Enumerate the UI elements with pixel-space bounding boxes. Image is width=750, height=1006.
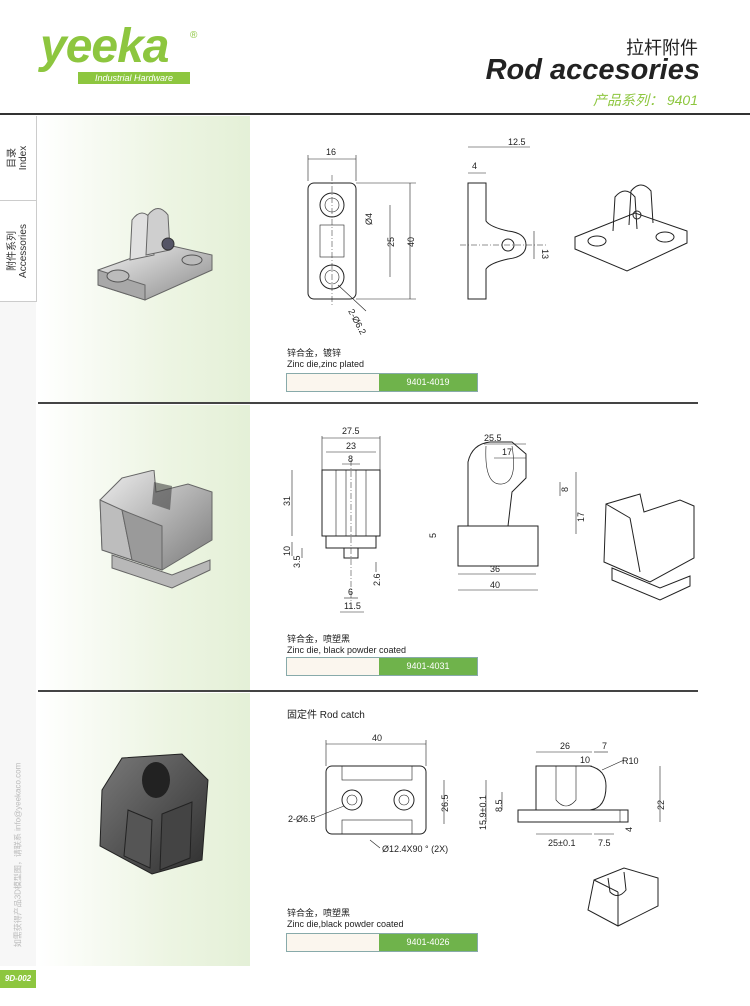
dim-7-5: 7.5	[598, 838, 611, 848]
dim-17-top: 17	[502, 447, 512, 457]
dim-25-0-1: 25±0.1	[548, 838, 575, 848]
dim-31: 31	[282, 496, 292, 506]
sidebar-fill	[0, 302, 36, 966]
product-code: 9401-4026	[379, 934, 477, 951]
brand-logo: yeeka	[40, 20, 169, 73]
dim-7: 7	[602, 741, 607, 751]
dim-d12-4: Ø12.4X90 ° (2X)	[382, 844, 448, 854]
dim-26-5: 26.5	[440, 794, 450, 812]
caption-en-4019: Zinc die,zinc plated	[287, 359, 365, 369]
page-title: Rod accesories	[485, 54, 700, 86]
caption-cn-4019: 锌合金，镀锌	[287, 348, 342, 358]
dim-17-side: 17	[576, 512, 586, 522]
tab-accessories-en: Accessories	[18, 224, 29, 278]
dim-22: 22	[656, 800, 666, 810]
caption-en-4031: Zinc die, black powder coated	[287, 645, 407, 655]
sidebar-note: 如需获得产品3D模型图，请联系 info@yeekaco.com	[6, 740, 30, 970]
dim-23: 23	[346, 441, 356, 451]
dim-16: 16	[326, 147, 336, 157]
dim-d4: Ø4	[364, 213, 374, 225]
caption-cn-4031: 锌合金，喷塑黑	[287, 634, 351, 644]
dim-12-5: 12.5	[508, 137, 526, 147]
section-title-rod-catch: 固定件 Rod catch	[287, 710, 365, 721]
product-code: 9401-4031	[379, 658, 477, 675]
dim-10-rc: 10	[580, 755, 590, 765]
dim-27-5: 27.5	[342, 426, 360, 436]
caption-en-4026: Zinc die,black powder coated	[287, 919, 404, 929]
dim-40-rc: 40	[372, 733, 382, 743]
product-code: 9401-4019	[379, 374, 477, 391]
brand-tagline: Industrial Hardware	[78, 72, 190, 84]
product-photo-4026	[99, 753, 209, 875]
dim-40: 40	[406, 237, 416, 247]
registered-mark: ®	[190, 30, 198, 41]
dim-8-side: 8	[560, 487, 570, 492]
dim-6: 6	[348, 587, 353, 597]
tab-accessories-cn: 附件系列	[7, 231, 18, 271]
dim-2d6-2: 2-Ø6.2	[346, 307, 368, 336]
code-bar-4031: 9401-4031	[286, 657, 478, 676]
caption-cn-4026: 锌合金，喷塑黑	[287, 908, 351, 918]
section-divider	[38, 690, 698, 692]
dim-36: 36	[490, 564, 500, 574]
dim-8: 8	[348, 454, 353, 464]
page-title-cn: 拉杆附件	[626, 38, 698, 58]
dim-2d6-5: 2-Ø6.5	[288, 814, 316, 824]
dim-40-side: 40	[490, 580, 500, 590]
dim-2-6: 2.6	[372, 573, 382, 586]
dim-5: 5	[428, 533, 438, 538]
dim-15-9: 15.9±0.1	[478, 795, 488, 830]
header-divider	[0, 113, 750, 115]
code-bar-4019: 9401-4019	[286, 373, 478, 392]
dim-10: 10	[282, 546, 292, 556]
tab-index-en: Index	[18, 145, 29, 171]
dim-4-rc: 4	[624, 827, 634, 832]
series-label: 产品系列： 9401	[592, 92, 698, 108]
contact-note: 如需获得产品3D模型图，请联系 info@yeekaco.com	[13, 762, 23, 948]
dim-3-5: 3.5	[292, 555, 302, 568]
dim-8-5: 8.5	[494, 799, 504, 812]
product-photo-4031	[99, 470, 213, 589]
tab-index-cn: 目录	[7, 148, 18, 168]
drawing-4019: 16 40 25 Ø4 2-Ø6.2 12.5 4 13	[307, 137, 688, 336]
drawing-4026: 40 2-Ø6.5 26.5 Ø12.4X90 ° (2X) 26 7 10 R…	[288, 733, 666, 927]
section-divider	[38, 402, 698, 404]
product-photo-4019	[97, 208, 213, 301]
dim-13: 13	[540, 249, 550, 259]
page-number: 9D-002	[0, 970, 36, 988]
drawing-4031: 27.5 23 8 31 10 3.5 2.6 6 11.5 25.5 17 8…	[282, 426, 695, 613]
dim-r10: R10	[622, 756, 639, 766]
dim-26: 26	[560, 741, 570, 751]
dim-25-5: 25.5	[484, 433, 502, 443]
dim-11-5: 11.5	[344, 601, 361, 611]
code-bar-4026: 9401-4026	[286, 933, 478, 952]
dim-25: 25	[386, 237, 396, 247]
dim-4: 4	[472, 161, 477, 171]
